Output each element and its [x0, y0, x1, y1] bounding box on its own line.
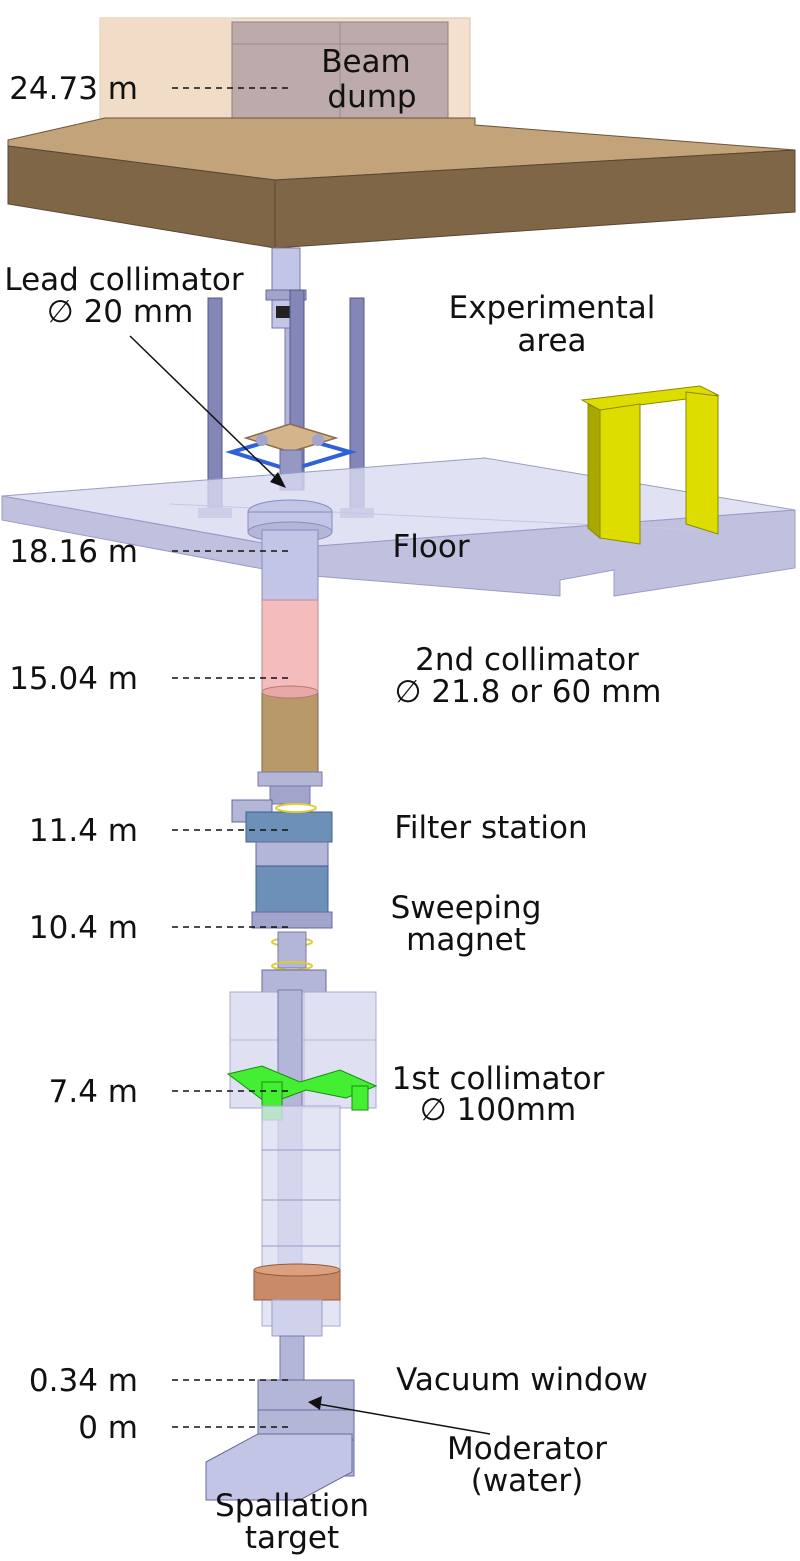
spallation-target-assembly — [205, 1379, 355, 1501]
height-label-0: 0 m — [78, 1410, 138, 1446]
label-experimental-area-1: Experimental — [449, 290, 656, 326]
height-label-10-4: 10.4 m — [29, 910, 138, 946]
floor-side — [289, 509, 796, 597]
height-label-11-4: 11.4 m — [29, 813, 138, 849]
first-collimator-assembly — [226, 989, 378, 1385]
height-label-7-4: 7.4 m — [49, 1074, 138, 1110]
label-floor: Floor — [392, 529, 469, 565]
label-experimental-area-2: area — [517, 323, 586, 359]
upper-pipe-flange — [265, 289, 307, 301]
moderator-arrow — [317, 1403, 491, 1435]
mid-beam-pipe — [261, 529, 319, 601]
height-label-18-16: 18.16 m — [9, 534, 138, 570]
second-collimator-brown — [261, 691, 319, 773]
label-lead-collimator-1: Lead collimator — [4, 262, 243, 298]
filter-station-box — [245, 811, 333, 843]
label-vacuum-window: Vacuum window — [396, 1362, 648, 1398]
height-label-24-73: 24.73 m — [9, 71, 138, 107]
label-beam-dump-2: dump — [327, 79, 416, 115]
lead-collimator-arrow — [129, 335, 279, 481]
beam-dump-halo-top — [100, 18, 232, 140]
label-sweeping-magnet-2: magnet — [406, 922, 526, 958]
label-second-collimator-2: ∅ 21.8 or 60 mm — [395, 674, 662, 710]
door-post-left — [587, 403, 601, 540]
label-spallation-target-1: Spallation — [215, 1488, 369, 1524]
sweeping-magnet — [251, 841, 333, 993]
height-label-15-04: 15.04 m — [9, 661, 138, 697]
label-moderator-2: (water) — [471, 1463, 584, 1499]
component-labels: Beam dump Lead collimator ∅ 20 mm Experi… — [4, 44, 661, 1556]
shielding-slab-side — [274, 149, 796, 249]
pointer-arrows — [129, 335, 491, 1435]
label-beam-dump-1: Beam — [321, 44, 411, 80]
height-scale: 24.73 m 18.16 m 15.04 m 11.4 m 10.4 m 7.… — [9, 71, 292, 1446]
experimental-area-equipment — [198, 247, 374, 518]
second-collimator-pink — [261, 599, 319, 693]
moderator-arrowhead — [308, 1396, 322, 1410]
floor-slab — [1, 457, 796, 597]
target-base-plate — [205, 1433, 353, 1501]
label-second-collimator-1: 2nd collimator — [415, 642, 639, 678]
height-label-0-34: 0.34 m — [29, 1363, 138, 1399]
door-post-right — [685, 391, 719, 535]
door-post-left-face — [599, 403, 641, 545]
label-filter-station: Filter station — [394, 810, 587, 846]
yellow-door-frame — [580, 385, 720, 545]
label-sweeping-magnet-1: Sweeping — [391, 890, 542, 926]
filter-station — [231, 799, 333, 843]
shielding-slab — [7, 117, 796, 249]
label-lead-collimator-2: ∅ 20 mm — [47, 294, 194, 330]
label-spallation-target-2: target — [245, 1520, 339, 1556]
label-moderator-1: Moderator — [447, 1431, 607, 1467]
label-first-collimator-1: 1st collimator — [392, 1061, 605, 1097]
label-first-collimator-2: ∅ 100mm — [420, 1092, 576, 1128]
sweeping-magnet-box — [255, 865, 329, 915]
lead-collimator-arrowhead — [270, 472, 286, 488]
second-collimator-assembly — [257, 599, 323, 805]
